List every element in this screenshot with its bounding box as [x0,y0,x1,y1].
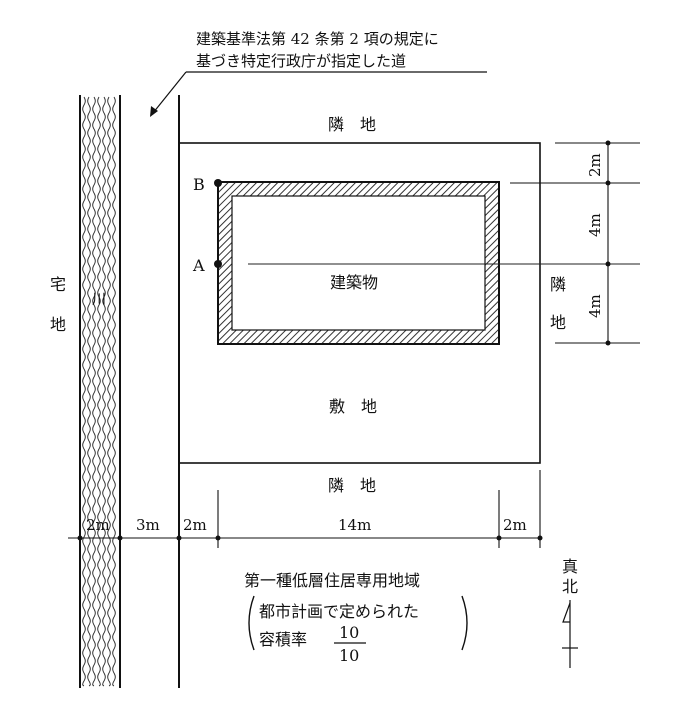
north-label-1: 真 [562,557,578,576]
neighbor-top-label: 隣 地 [328,115,376,134]
north-arrow-icon [562,600,578,668]
dim-dot [605,140,611,146]
road-note-line2: 基づき特定行政庁が指定した道 [196,52,406,70]
north-label-2: 北 [562,577,578,596]
site-label: 敷 地 [329,397,377,416]
river-wave-line [92,96,96,687]
far-denominator: 10 [339,646,359,665]
bottom-dimension-chain [68,470,541,548]
building [231,195,486,331]
river-wave-line [97,96,101,687]
river-wave-line [107,96,111,687]
point-a-dot [214,260,222,268]
zone-name: 第一種低層住居専用地域 [244,571,420,590]
dim-bottom-left-setback: 2m [183,516,207,534]
dim-dot [605,340,611,346]
point-b-label: B [193,175,205,194]
river-wave-line [112,96,116,687]
dim-bottom-right-setback: 2m [503,516,527,534]
road-arrow-head [150,106,158,117]
neighbor-right-label-1: 隣 [550,275,566,294]
zone-note: 都市計画で定められた [259,602,419,621]
neighbor-bottom-label: 隣 地 [328,476,376,495]
dim-bottom-road: 3m [136,516,160,534]
dim-dot [215,535,221,541]
point-a-label: A [192,256,205,275]
river-wave-line [87,96,91,687]
river-wave-line [102,96,106,687]
river-label: 川 [92,292,106,308]
road-note-leader [152,71,187,114]
point-b-dot [214,179,222,187]
dim-right-4m-lower: 4m [586,294,604,318]
river [79,95,121,688]
river-wave-line [82,96,86,687]
right-dimension-chain [510,142,640,344]
dim-dot [117,535,123,541]
dim-dot [176,535,182,541]
dim-dot [605,180,611,186]
dim-bottom-building: 14m [338,516,371,534]
bracket-right [461,595,468,651]
dim-dot [605,261,611,267]
dim-bottom-river: 2m [86,516,110,534]
residential-label-2: 地 [50,315,66,334]
dim-dot [77,535,83,541]
bracket-left [248,595,255,651]
building-label: 建築物 [330,273,378,292]
road-note-line1: 建築基準法第 42 条第 2 項の規定に [196,30,439,48]
dim-dot [496,535,502,541]
neighbor-right-label-2: 地 [550,313,566,332]
site-boundary [178,142,541,464]
dim-right-2m: 2m [586,153,604,177]
dim-right-4m-upper: 4m [586,213,604,237]
far-label: 容積率 [259,630,307,649]
dim-dot [537,535,543,541]
residential-label-1: 宅 [50,275,66,294]
far-numerator: 10 [339,623,359,642]
